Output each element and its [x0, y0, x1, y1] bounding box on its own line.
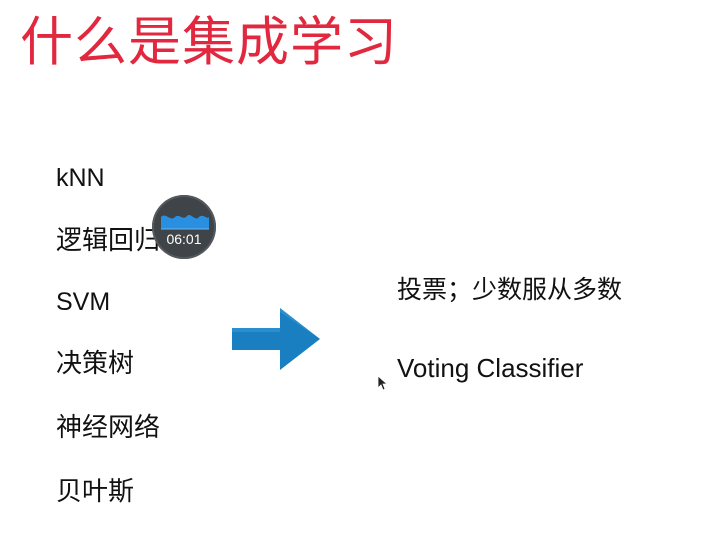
algorithm-item-decision-tree: 决策树	[56, 349, 135, 379]
algorithm-item-logistic-regression: 逻辑回归	[56, 226, 161, 256]
voting-classifier-label: Voting Classifier	[397, 353, 584, 383]
right-arrow-icon	[232, 308, 320, 370]
algorithm-item-svm: SVM	[56, 288, 111, 316]
algorithm-item-neural-network: 神经网络	[56, 413, 161, 443]
video-timestamp-badge[interactable]: 06:01	[152, 195, 216, 259]
mouse-pointer-icon	[378, 376, 388, 390]
voting-description: 投票；少数服从多数	[397, 275, 623, 304]
algorithm-item-bayes: 贝叶斯	[56, 477, 135, 507]
algorithm-list: kNN 逻辑回归 SVM 决策树 神经网络 贝叶斯	[56, 160, 256, 520]
video-time-label: 06:01	[166, 231, 202, 247]
algorithm-item-knn: kNN	[56, 164, 105, 192]
audio-wave-icon	[161, 215, 209, 230]
slide-title: 什么是集成学习	[20, 12, 398, 73]
